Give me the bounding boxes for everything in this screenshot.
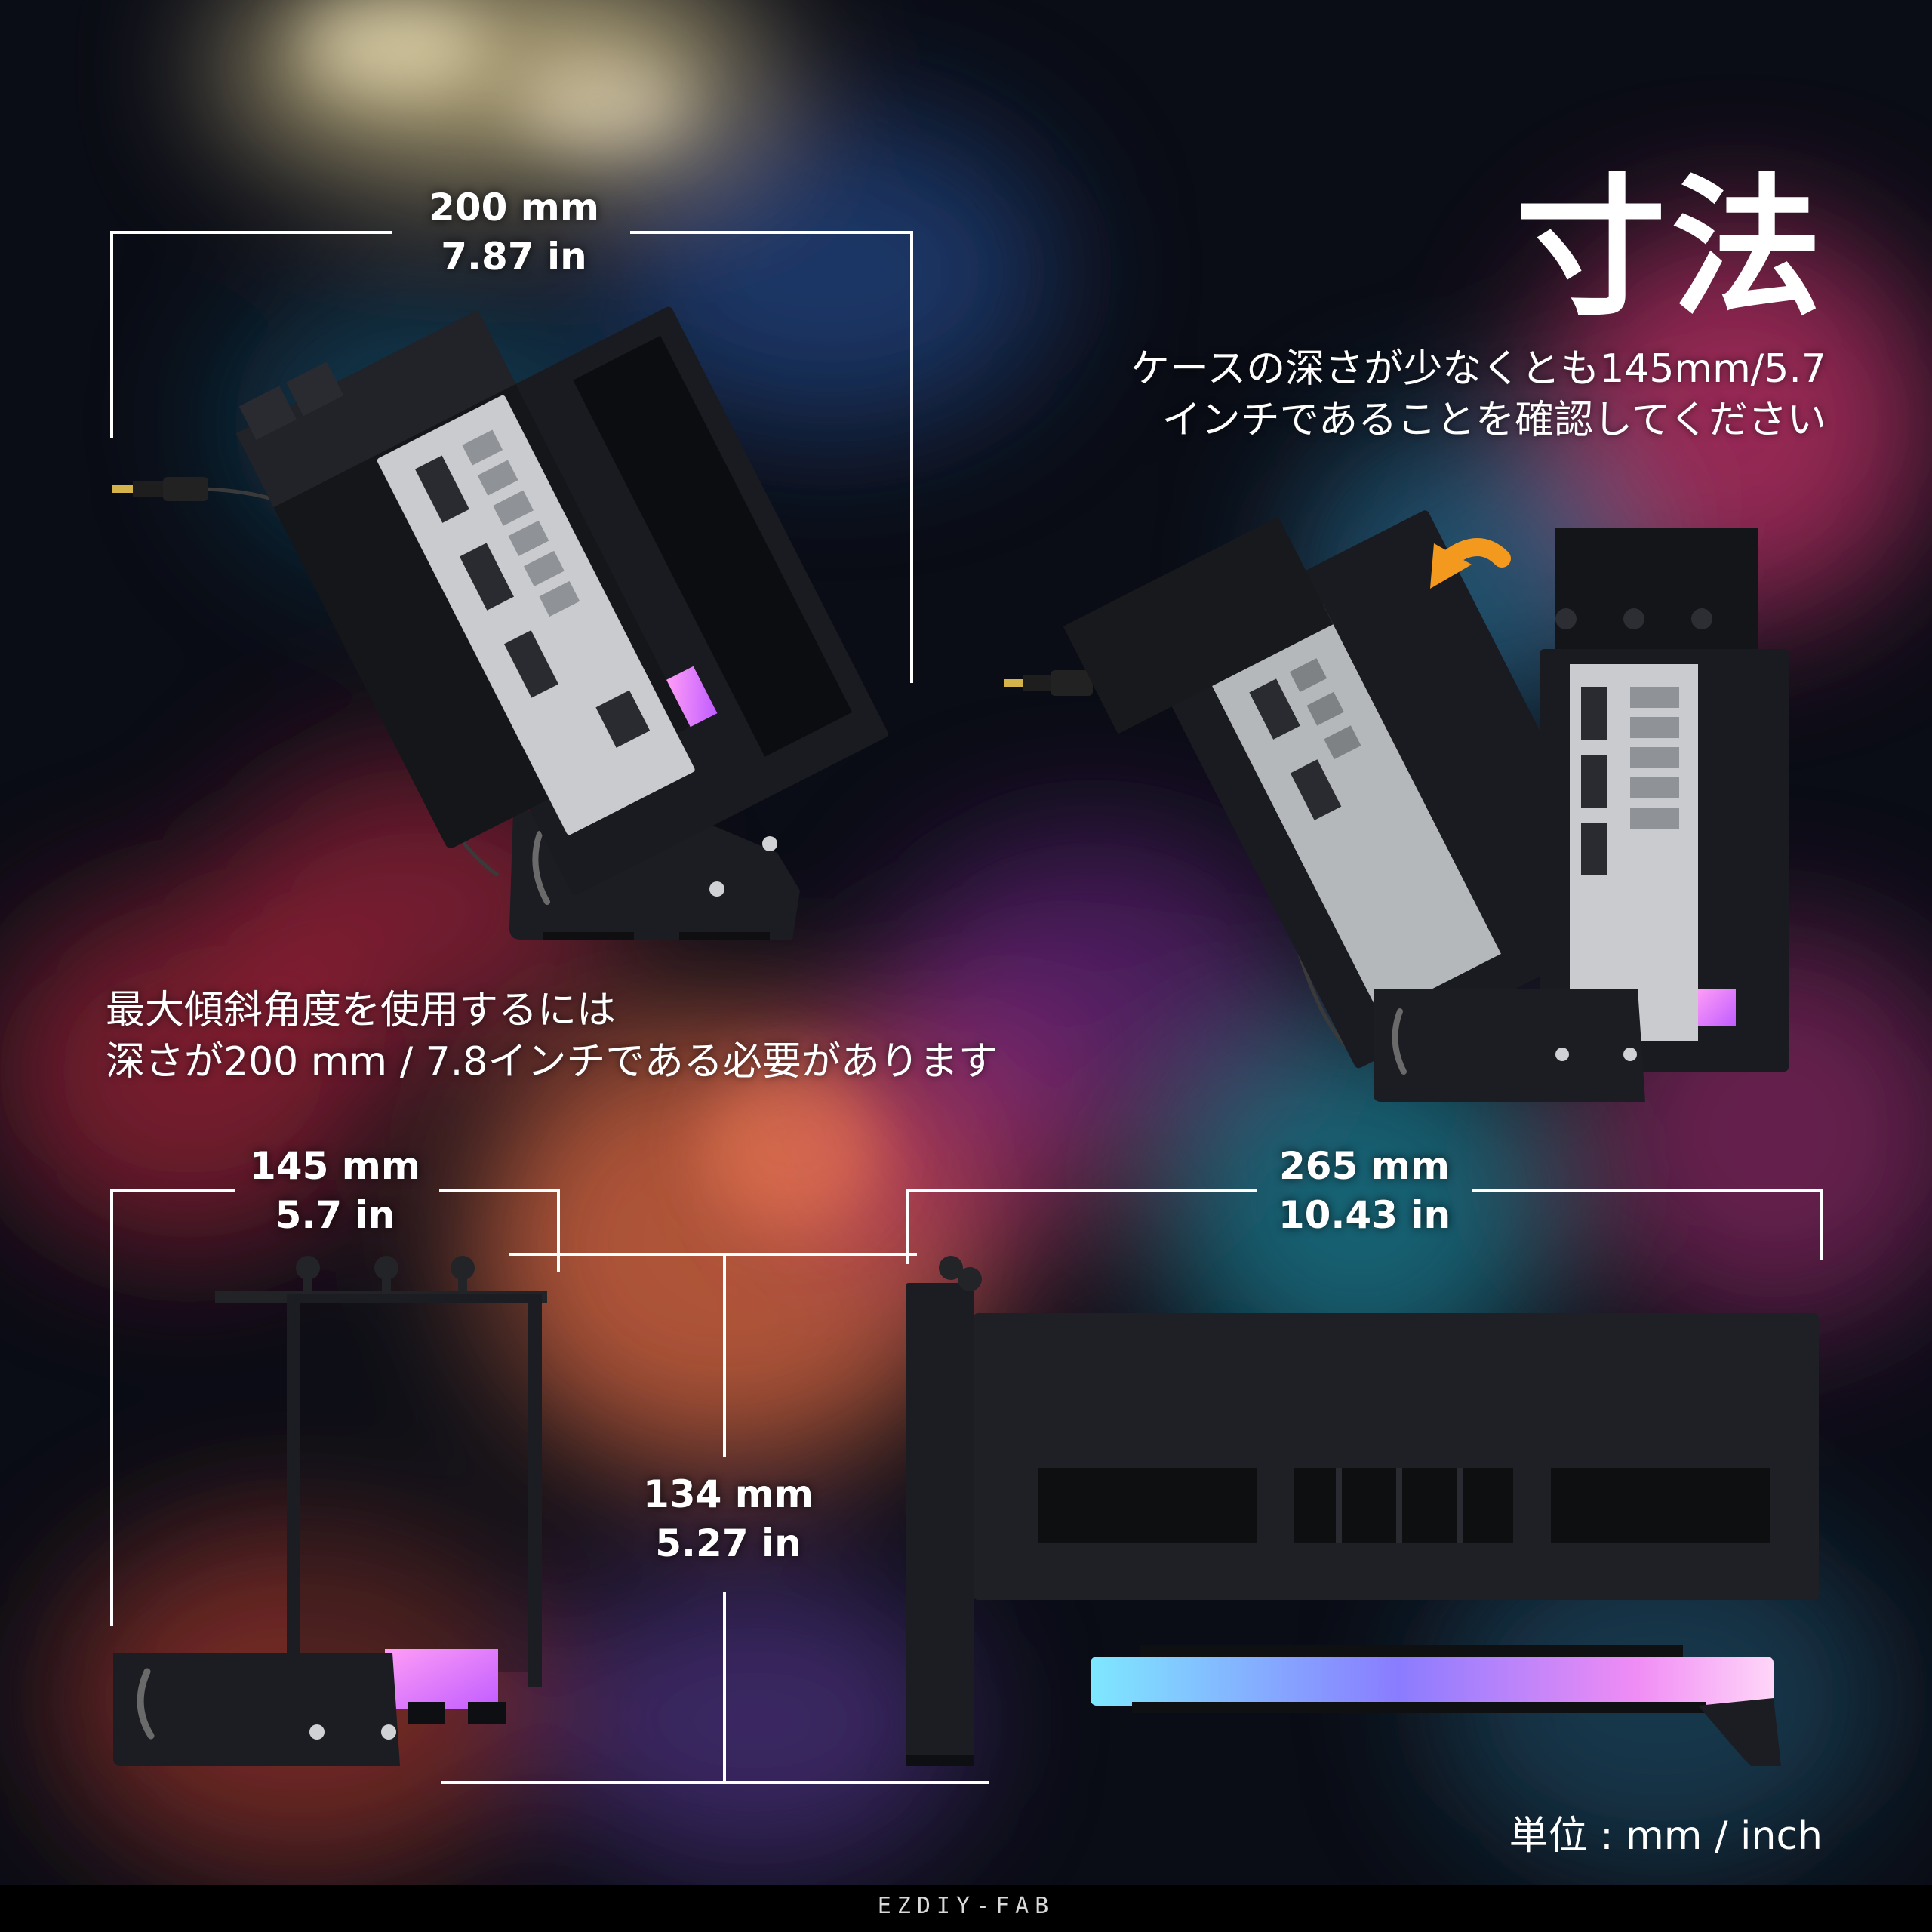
dimension-front-width-in: 5.7 in: [275, 1193, 395, 1237]
brand-logo-text: EZDIY-FAB: [877, 1893, 1055, 1919]
dimension-front-width-mm: 145 mm: [250, 1144, 420, 1188]
unit-label: 単位 : mm / inch: [1509, 1814, 1823, 1859]
dimension-height: 134 mm 5.27 in: [643, 1470, 814, 1568]
dimension-height-mm: 134 mm: [643, 1472, 814, 1516]
dimension-lines: [110, 231, 1823, 1784]
max-tilt-note-line1: 最大傾斜角度を使用するには: [106, 988, 617, 1033]
max-tilt-note-line2: 深さが200 mm / 7.8インチである必要があります: [106, 1039, 998, 1084]
case-depth-note: ケースの深さが少なくとも145mm/5.7 インチであることを確認してください: [1131, 343, 1826, 446]
footer-bar: EZDIY-FAB: [0, 1885, 1932, 1932]
dimension-side-length-in: 10.43 in: [1278, 1193, 1451, 1237]
front-view-illustration: [113, 1256, 547, 1766]
dimension-side-length: 265 mm 10.43 in: [1278, 1142, 1451, 1240]
dimension-top-width-in: 7.87 in: [441, 235, 587, 278]
dimension-front-width: 145 mm 5.7 in: [250, 1142, 420, 1240]
case-depth-note-line1: ケースの深さが少なくとも145mm/5.7: [1130, 346, 1826, 392]
dimension-side-length-mm: 265 mm: [1279, 1144, 1450, 1188]
tilt-comparison-illustration: [1004, 510, 1789, 1102]
case-depth-note-line2: インチであることを確認してください: [1161, 398, 1826, 443]
dimension-top-width: 200 mm 7.87 in: [429, 183, 599, 281]
dimension-height-in: 5.27 in: [655, 1521, 801, 1565]
dimension-top-width-mm: 200 mm: [429, 186, 599, 229]
page-title: 寸法: [1515, 161, 1826, 337]
tilted-bracket-illustration: [112, 306, 888, 940]
max-tilt-note: 最大傾斜角度を使用するには 深さが200 mm / 7.8インチである必要があり…: [106, 985, 998, 1088]
side-view-illustration: [906, 1256, 1819, 1766]
